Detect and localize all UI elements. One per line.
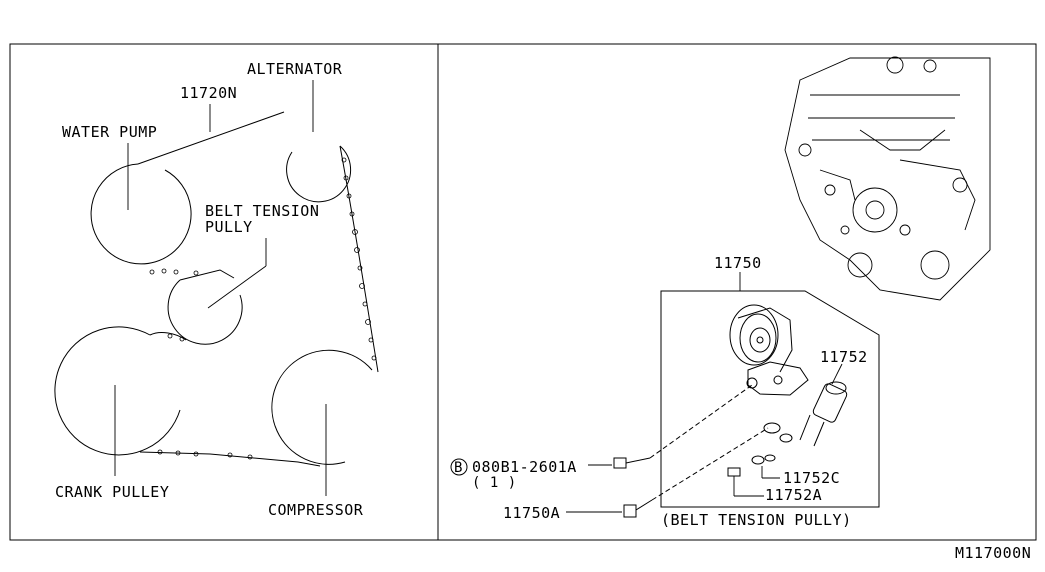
figure-id: M117000N bbox=[955, 544, 1031, 562]
damper-component bbox=[799, 381, 848, 447]
compressor-pulley bbox=[271, 349, 373, 465]
assembly-caption: (BELT TENSION PULLY) bbox=[661, 511, 852, 529]
assembly-box bbox=[660, 290, 880, 508]
belt-part-number: 11720N bbox=[180, 84, 237, 102]
crank-pulley bbox=[54, 326, 181, 456]
bolt-code-letter: B bbox=[454, 460, 463, 476]
belt-tension-label-line1: BELT TENSION bbox=[205, 202, 319, 220]
bolt-080b1 bbox=[613, 457, 651, 469]
assembly-part-number: 11750 bbox=[714, 254, 762, 272]
alternator-label: ALTERNATOR bbox=[247, 60, 343, 78]
belt-routing-diagram: ALTERNATOR 11720N WATER PUMP BELT TENSIO… bbox=[54, 60, 379, 519]
tensioner-assembly-diagram: 11750 11752 11752C 11752A B 080B1-2601A … bbox=[450, 56, 991, 529]
alternator-pulley bbox=[286, 145, 352, 203]
bolt-11750a bbox=[623, 499, 653, 518]
bolt-11750a-install-line bbox=[651, 427, 769, 501]
bolt-part-number: 080B1-2601A bbox=[472, 458, 577, 476]
part-11752c-label: 11752C bbox=[783, 469, 840, 487]
belt-tension-label-line2: PULLY bbox=[205, 218, 253, 236]
small-parts bbox=[727, 422, 793, 477]
tension-pulley-component bbox=[729, 304, 809, 396]
part-11750a-label: 11750A bbox=[503, 504, 560, 522]
bolt-080b1-install-line bbox=[649, 384, 753, 459]
belt bbox=[137, 111, 379, 467]
water-pump-label: WATER PUMP bbox=[62, 123, 157, 141]
belt-texture bbox=[149, 157, 377, 460]
tension-pulley-left bbox=[167, 279, 243, 345]
bolt-quantity: ( 1 ) bbox=[472, 475, 517, 491]
part-11752-leader bbox=[831, 363, 843, 385]
part-11752a-label: 11752A bbox=[765, 486, 822, 504]
crank-pulley-label: CRANK PULLEY bbox=[55, 483, 169, 501]
part-11752-label: 11752 bbox=[820, 348, 868, 366]
diagram-frame bbox=[9, 43, 1037, 541]
bolt-code-marker bbox=[450, 458, 468, 476]
engine-block-illustration bbox=[784, 56, 991, 301]
compressor-label: COMPRESSOR bbox=[268, 501, 364, 519]
water-pump-pulley bbox=[90, 163, 192, 265]
